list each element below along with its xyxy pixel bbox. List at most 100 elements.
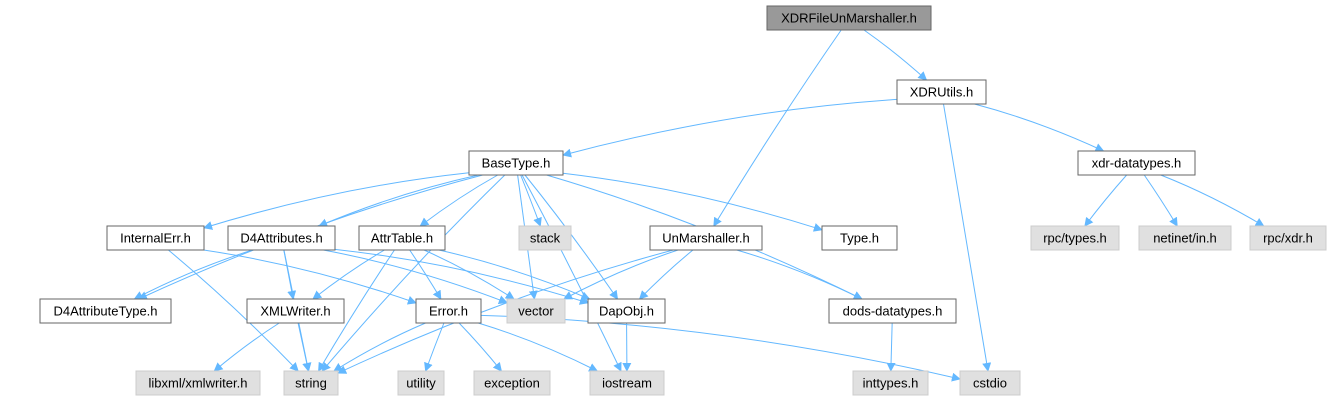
node-dapobj-label: DapObj.h [599,304,654,319]
edge-xdrutils-to-cstdio [943,103,992,372]
node-string-box [283,370,339,396]
edge-error-to-exception [458,322,502,372]
edge-xmlwriter-to-libxml-xmlwriter [213,322,280,372]
edge-internalerr-to-error [203,249,417,305]
node-libxml-xmlwriter-box [135,370,261,396]
edge-unmarshaller-to-string [337,249,674,374]
node-netinet-in-box [1138,225,1232,251]
edge-d4attributes-to-d4attributetype [133,249,253,300]
edge-xmlwriter-to-string [297,322,312,372]
edge-unmarshaller-to-vector [563,249,679,300]
edge-d4attributes-to-vector [323,249,508,304]
node-xmlwriter-box [246,298,345,324]
node-xdrfileunmarshaller-label: XDRFileUnMarshaller.h [781,11,917,26]
edge-error-to-cstdio [480,314,961,382]
node-d4attributetype-label: D4AttributeType.h [53,304,157,319]
node-dods-datatypes[interactable]: dods-datatypes.h [828,298,957,324]
edge-xdrfileunmarshaller-to-unmarshaller [713,29,842,227]
node-netinet-in: netinet/in.h [1138,225,1232,251]
node-libxml-xmlwriter-label: libxml/xmlwriter.h [149,376,248,391]
node-xdrutils-box [896,79,987,105]
node-rpc-types: rpc/types.h [1030,225,1120,251]
edge-xdr-datatypes-to-netinet-in [1143,174,1178,227]
node-unmarshaller-label: UnMarshaller.h [662,231,749,246]
node-basetype-label: BaseType.h [482,156,551,171]
node-unmarshaller-box [649,225,763,251]
node-dods-datatypes-label: dods-datatypes.h [843,304,943,319]
edge-error-to-string [333,322,426,372]
edge-attrtable-to-string [318,249,395,372]
node-dods-datatypes-box [828,298,957,324]
node-xmlwriter-label: XMLWriter.h [260,304,330,319]
node-rpc-xdr-box [1249,225,1327,251]
edge-error-to-utility [424,322,445,372]
edge-internalerr-to-string [168,249,299,372]
edge-xdr-datatypes-to-rpc-xdr [1160,174,1265,227]
node-inttypes: inttypes.h [852,370,929,396]
edge-xdrfileunmarshaller-to-xdrutils [863,29,928,81]
edge-basetype-to-type [562,172,823,232]
node-iostream: iostream [589,370,665,396]
node-exception: exception [473,370,551,396]
node-cstdio-label: cstdio [973,376,1007,391]
node-stack-label: stack [530,231,561,246]
node-string: string [283,370,339,396]
edge-unmarshaller-to-dapobj [638,249,694,300]
node-exception-label: exception [484,376,540,391]
node-vector-box [506,298,566,324]
node-rpc-types-label: rpc/types.h [1043,231,1107,246]
edge-basetype-to-iostream [521,174,622,372]
node-xdrutils[interactable]: XDRUtils.h [896,79,987,105]
node-type-box [821,225,898,251]
node-attrtable[interactable]: AttrTable.h [358,225,446,251]
node-d4attributes[interactable]: D4Attributes.h [227,225,336,251]
node-basetype[interactable]: BaseType.h [468,150,564,176]
node-utility-box [397,370,445,396]
node-inttypes-label: inttypes.h [863,376,919,391]
edge-basetype-to-attrtable [419,174,499,227]
edge-error-to-iostream [478,322,599,372]
node-type[interactable]: Type.h [821,225,898,251]
node-error-label: Error.h [429,304,468,319]
edge-d4attributes-to-dapobj [334,248,589,305]
node-cstdio: cstdio [959,370,1021,396]
edge-xdr-datatypes-to-rpc-types [1084,174,1128,227]
node-xdrfileunmarshaller[interactable]: XDRFileUnMarshaller.h [766,5,932,31]
node-internalerr-label: InternalErr.h [120,231,191,246]
node-utility-label: utility [406,376,436,391]
node-libxml-xmlwriter: libxml/xmlwriter.h [135,370,261,396]
node-xdrutils-label: XDRUtils.h [910,85,974,100]
edge-unmarshaller-to-dods-datatypes [736,249,863,300]
edge-basetype-to-stack [520,174,542,227]
node-stack: stack [518,225,572,251]
edge-xdrutils-to-xdr-datatypes [974,103,1105,152]
node-dapobj[interactable]: DapObj.h [587,298,666,324]
edge-basetype-to-string [321,174,506,372]
node-vector-label: vector [518,304,554,319]
node-basetype-box [468,150,564,176]
node-iostream-box [589,370,665,396]
edge-basetype-to-internalerr [203,172,470,230]
edge-xdrutils-to-basetype [562,98,898,158]
node-cstdio-box [959,370,1021,396]
edge-attrtable-to-dapobj [438,249,591,300]
node-xdr-datatypes[interactable]: xdr-datatypes.h [1077,150,1196,176]
node-rpc-xdr-label: rpc/xdr.h [1263,231,1313,246]
node-d4attributetype-box [39,298,172,324]
node-d4attributetype[interactable]: D4AttributeType.h [39,298,172,324]
node-attrtable-label: AttrTable.h [371,231,433,246]
edge-attrtable-to-vector [423,249,515,300]
node-netinet-in-label: netinet/in.h [1153,231,1217,246]
node-rpc-types-box [1030,225,1120,251]
node-error-box [415,298,482,324]
edge-layer [133,29,1265,382]
node-stack-box [518,225,572,251]
edge-dods-datatypes-to-inttypes [886,322,896,372]
node-unmarshaller[interactable]: UnMarshaller.h [649,225,763,251]
node-error[interactable]: Error.h [415,298,482,324]
node-xmlwriter[interactable]: XMLWriter.h [246,298,345,324]
node-d4attributes-label: D4Attributes.h [240,231,322,246]
node-xdr-datatypes-label: xdr-datatypes.h [1092,156,1182,171]
node-internalerr[interactable]: InternalErr.h [106,225,205,251]
